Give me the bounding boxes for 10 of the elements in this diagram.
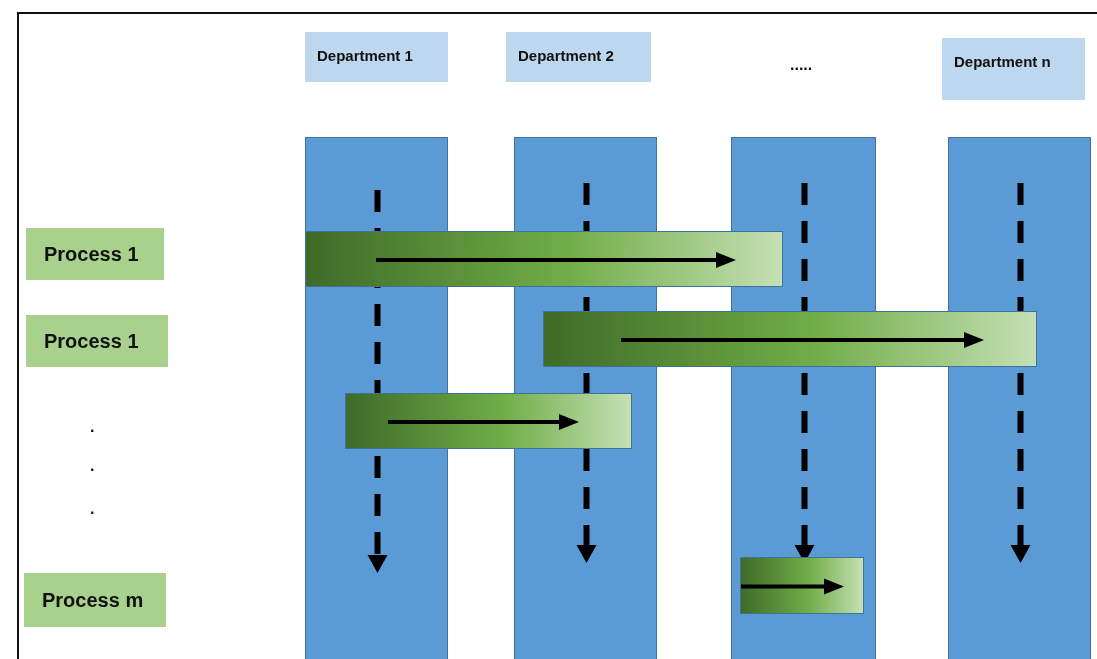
- ellipsis: .: [90, 500, 95, 518]
- ellipsis: .....: [790, 56, 813, 74]
- ellipsis: .: [90, 457, 95, 475]
- process-label: Process 1: [26, 315, 168, 367]
- department-label: Department n: [942, 38, 1085, 100]
- department-label: Department 2: [506, 32, 651, 82]
- department-label: Department 1: [305, 32, 448, 82]
- ellipsis: .: [90, 418, 95, 436]
- process-label: Process 1: [26, 228, 164, 280]
- process-label: Process m: [24, 573, 166, 627]
